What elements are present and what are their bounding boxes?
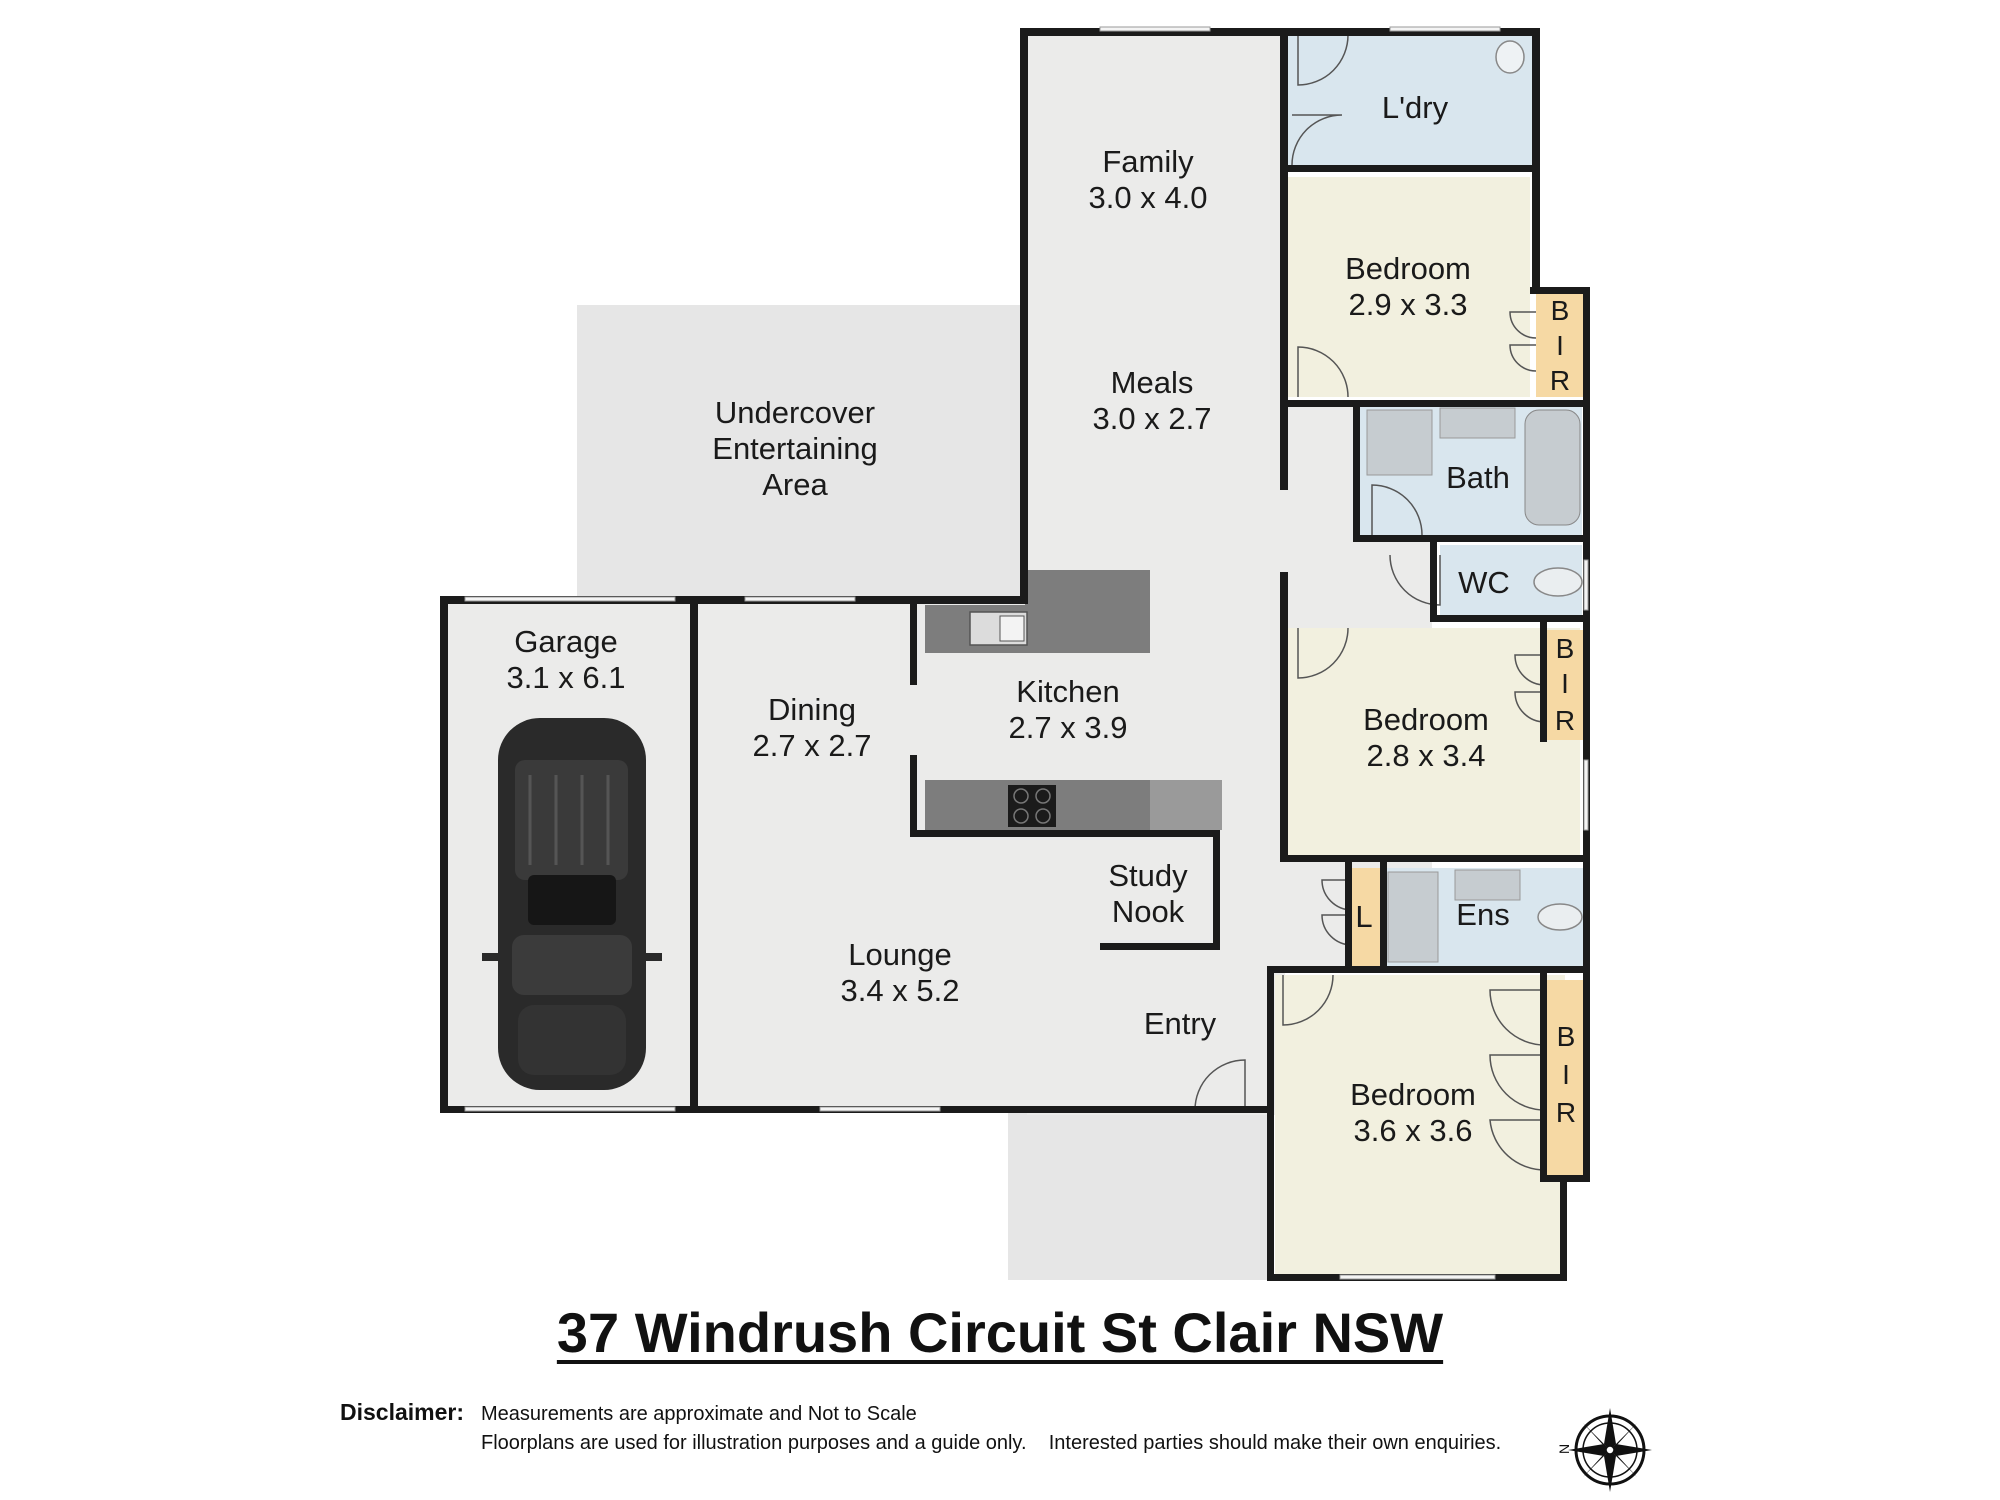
lounge-size: 3.4 x 5.2	[841, 973, 960, 1008]
family-size: 3.0 x 4.0	[1089, 180, 1208, 215]
bedroom-1-door-icon	[1297, 346, 1349, 398]
disclaimer-label: Disclaimer:	[340, 1399, 465, 1425]
window	[1583, 759, 1589, 831]
bir-3-letter-b: B	[1557, 1021, 1576, 1052]
bath-vanity-icon	[1439, 407, 1516, 439]
study-label-2: Nook	[1112, 894, 1185, 929]
kitchen-size: 2.7 x 3.9	[1009, 710, 1128, 745]
undercover-area-floor	[577, 305, 1027, 602]
ensuite-vanity-icon	[1454, 869, 1521, 901]
disclaimer-line-2: Floorplans are used for illustration pur…	[481, 1432, 1502, 1454]
ensuite-shower-icon	[1387, 871, 1439, 963]
window	[1339, 1274, 1496, 1280]
bathtub-icon	[1524, 409, 1581, 526]
lounge-label: Lounge	[848, 937, 951, 972]
bir-1-door-icon	[1509, 311, 1537, 372]
address-text: 37 Windrush Circuit St Clair NSW	[556, 1301, 1444, 1364]
bedroom-3-size: 3.6 x 3.6	[1354, 1113, 1473, 1148]
bir-3-door-icon	[1489, 989, 1546, 1171]
car-icon	[482, 718, 662, 1090]
kitchen-label: Kitchen	[1016, 674, 1119, 709]
bedroom-2-label: Bedroom	[1363, 702, 1489, 737]
disclaimer-line-1: Measurements are approximate and Not to …	[481, 1403, 917, 1425]
window	[1099, 26, 1211, 32]
bir-1-letter-b: B	[1551, 295, 1570, 326]
meals-label: Meals	[1111, 365, 1194, 400]
bir-2-floor	[1545, 630, 1585, 740]
undercover-label-3: Area	[762, 467, 828, 502]
bath-door-icon	[1371, 484, 1423, 536]
meals-size: 3.0 x 2.7	[1093, 401, 1212, 436]
bir-3-letter-r: R	[1556, 1097, 1576, 1128]
bir-2-door-icon	[1514, 654, 1546, 723]
bir-1-letter-r: R	[1550, 365, 1570, 396]
bir-1-letter-i: I	[1556, 330, 1564, 361]
bedroom-1-label: Bedroom	[1345, 251, 1471, 286]
laundry-tub-icon	[1495, 40, 1525, 74]
bir-2-letter-r: R	[1555, 705, 1575, 736]
kitchen-island	[1025, 570, 1150, 653]
walls	[440, 28, 1590, 1281]
window	[464, 1106, 676, 1112]
bedroom-2-floor	[1288, 628, 1580, 856]
entry-door-icon	[1194, 1059, 1246, 1111]
dining-size: 2.7 x 2.7	[753, 728, 872, 763]
laundry-side-door-icon	[1291, 114, 1343, 166]
window	[744, 596, 856, 602]
dining-label: Dining	[768, 692, 856, 727]
undercover-label-1: Undercover	[715, 395, 875, 430]
study-label-1: Study	[1108, 858, 1188, 893]
window	[1583, 559, 1589, 611]
bedroom-1-floor	[1288, 177, 1530, 397]
compass-north-letter: N	[1556, 1444, 1572, 1454]
bir-3-floor	[1545, 980, 1585, 1180]
ensuite-toilet-icon	[1537, 903, 1583, 931]
entry-label: Entry	[1144, 1006, 1217, 1041]
garage-size: 3.1 x 6.1	[507, 660, 626, 695]
bedroom-1-size: 2.9 x 3.3	[1349, 287, 1468, 322]
ensuite-label: Ens	[1456, 897, 1509, 932]
bedroom-3-door-icon	[1282, 974, 1334, 1026]
linen-floor	[1352, 868, 1380, 966]
window	[464, 596, 676, 602]
bedroom-2-size: 2.8 x 3.4	[1367, 738, 1486, 773]
linen-label: L	[1355, 899, 1372, 934]
shower-icon	[1366, 409, 1433, 476]
bir-2-letter-b: B	[1556, 633, 1575, 664]
toilet-icon	[1533, 567, 1583, 597]
laundry-door-icon	[1297, 34, 1349, 86]
undercover-label-2: Entertaining	[712, 431, 877, 466]
wc-label: WC	[1458, 565, 1510, 600]
compass-rose-icon: N	[1556, 1408, 1652, 1492]
garage-label: Garage	[514, 624, 617, 659]
sink-bowl	[999, 615, 1025, 642]
bedroom-3-floor	[1275, 975, 1565, 1275]
window	[1389, 26, 1501, 32]
laundry-label: L'dry	[1382, 90, 1449, 125]
bedroom-2-door-icon	[1297, 627, 1349, 679]
window	[819, 1106, 941, 1112]
cooktop-end-bench	[1150, 780, 1222, 830]
laundry-floor	[1288, 33, 1533, 165]
bir-3-letter-i: I	[1562, 1059, 1570, 1090]
front-porch-floor	[1008, 1110, 1271, 1280]
property-address: 37 Windrush Circuit St Clair NSW	[0, 1300, 2000, 1365]
bedroom-3-label: Bedroom	[1350, 1077, 1476, 1112]
dining-lounge-floor	[697, 600, 1282, 1110]
family-label: Family	[1102, 144, 1194, 179]
bir-1-floor	[1536, 292, 1584, 397]
bir-2-letter-i: I	[1561, 668, 1569, 699]
bath-label: Bath	[1446, 460, 1510, 495]
